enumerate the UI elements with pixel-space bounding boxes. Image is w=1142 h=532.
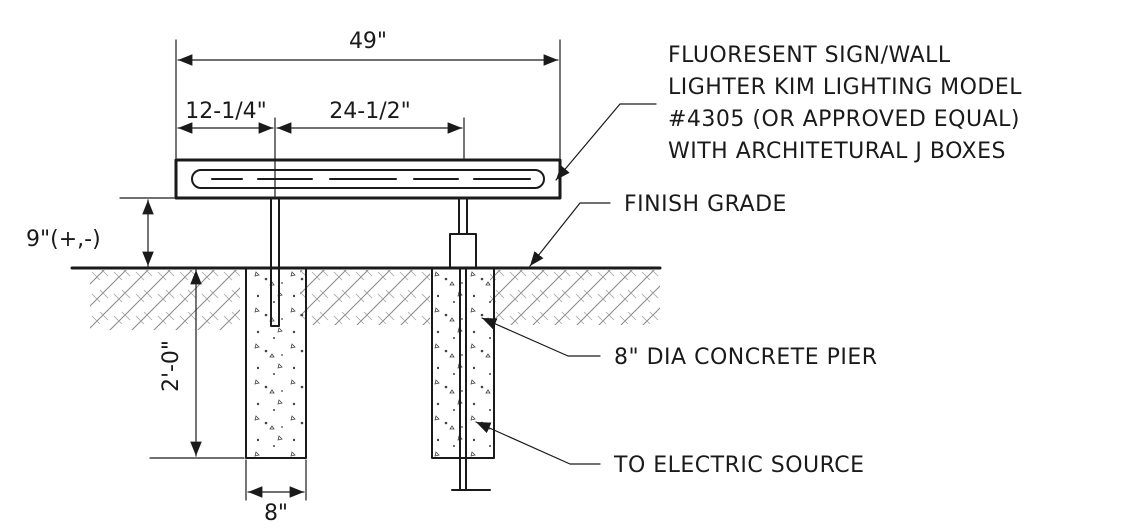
fixture-callout-line-1: FLUORESENT SIGN/WALL bbox=[668, 43, 951, 68]
overall-width-label: 49" bbox=[349, 29, 387, 54]
finish-grade-callout: FINISH GRADE bbox=[624, 192, 787, 217]
junction-box bbox=[449, 233, 477, 269]
pier-width-label: 8" bbox=[264, 501, 288, 526]
dim-overall-width bbox=[175, 39, 561, 159]
right-concrete-pier bbox=[431, 267, 495, 459]
left-concrete-pier bbox=[245, 267, 307, 459]
left-post bbox=[270, 197, 280, 327]
pier-depth-label: 2'-0" bbox=[159, 340, 184, 392]
post-spacing-label: 24-1/2" bbox=[329, 99, 410, 124]
concrete-pier-callout: 8" DIA CONCRETE PIER bbox=[614, 345, 878, 370]
dim-pier-depth bbox=[149, 269, 245, 459]
right-post bbox=[449, 197, 491, 491]
electric-source-callout: TO ELECTRIC SOURCE bbox=[613, 453, 865, 478]
dim-height-above-grade bbox=[119, 197, 175, 267]
dim-left-offset bbox=[177, 117, 465, 197]
soil-hatching bbox=[90, 270, 660, 330]
height-above-grade-label: 9"(+,-) bbox=[26, 227, 101, 252]
callout-leaders bbox=[475, 103, 657, 465]
light-fixture-housing bbox=[174, 158, 562, 200]
fixture-callout-line-4: WITH ARCHITETURAL J BOXES bbox=[668, 139, 1006, 164]
fixture-callout: FLUORESENT SIGN/WALL LIGHTER KIM LIGHTIN… bbox=[668, 43, 1022, 164]
dim-pier-width bbox=[245, 459, 307, 501]
left-offset-label: 12-1/4" bbox=[185, 99, 266, 124]
fixture-callout-line-3: #4305 (OR APPROVED EQUAL) bbox=[668, 107, 1020, 132]
fixture-callout-line-2: LIGHTER KIM LIGHTING MODEL bbox=[668, 75, 1022, 100]
